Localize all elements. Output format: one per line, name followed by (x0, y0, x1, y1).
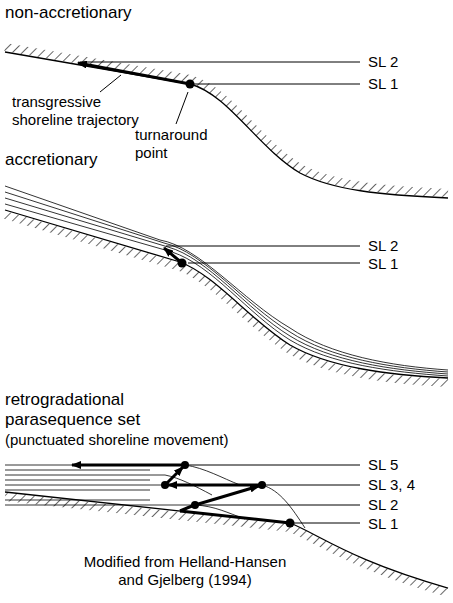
panel-non-accretionary (5, 47, 448, 198)
panel-title: accretionary (5, 150, 98, 170)
sea-level-label: SL 1 (368, 75, 398, 93)
annotation: transgressive shoreline trajectory (12, 93, 152, 129)
sea-level-label: SL 2 (368, 53, 398, 71)
panel-subtitle: (punctuated shoreline movement) (5, 431, 228, 449)
sea-level-label: SL 1 (368, 515, 398, 533)
panel-retrogradational (5, 461, 448, 593)
sea-level-label: SL 1 (368, 255, 398, 273)
panel-accretionary (5, 186, 448, 383)
sea-level-label: SL 5 (368, 456, 398, 474)
sea-level-label: SL 2 (368, 237, 398, 255)
annotation: turnaround point (135, 126, 225, 162)
source-note: Modified from Helland-Hansen and Gjelber… (70, 553, 300, 589)
sea-level-label: SL 2 (368, 496, 398, 514)
panel-title: retrogradational parasequence set (5, 390, 145, 430)
panel-title: non-accretionary (5, 3, 132, 23)
sea-level-label: SL 3, 4 (368, 476, 415, 494)
